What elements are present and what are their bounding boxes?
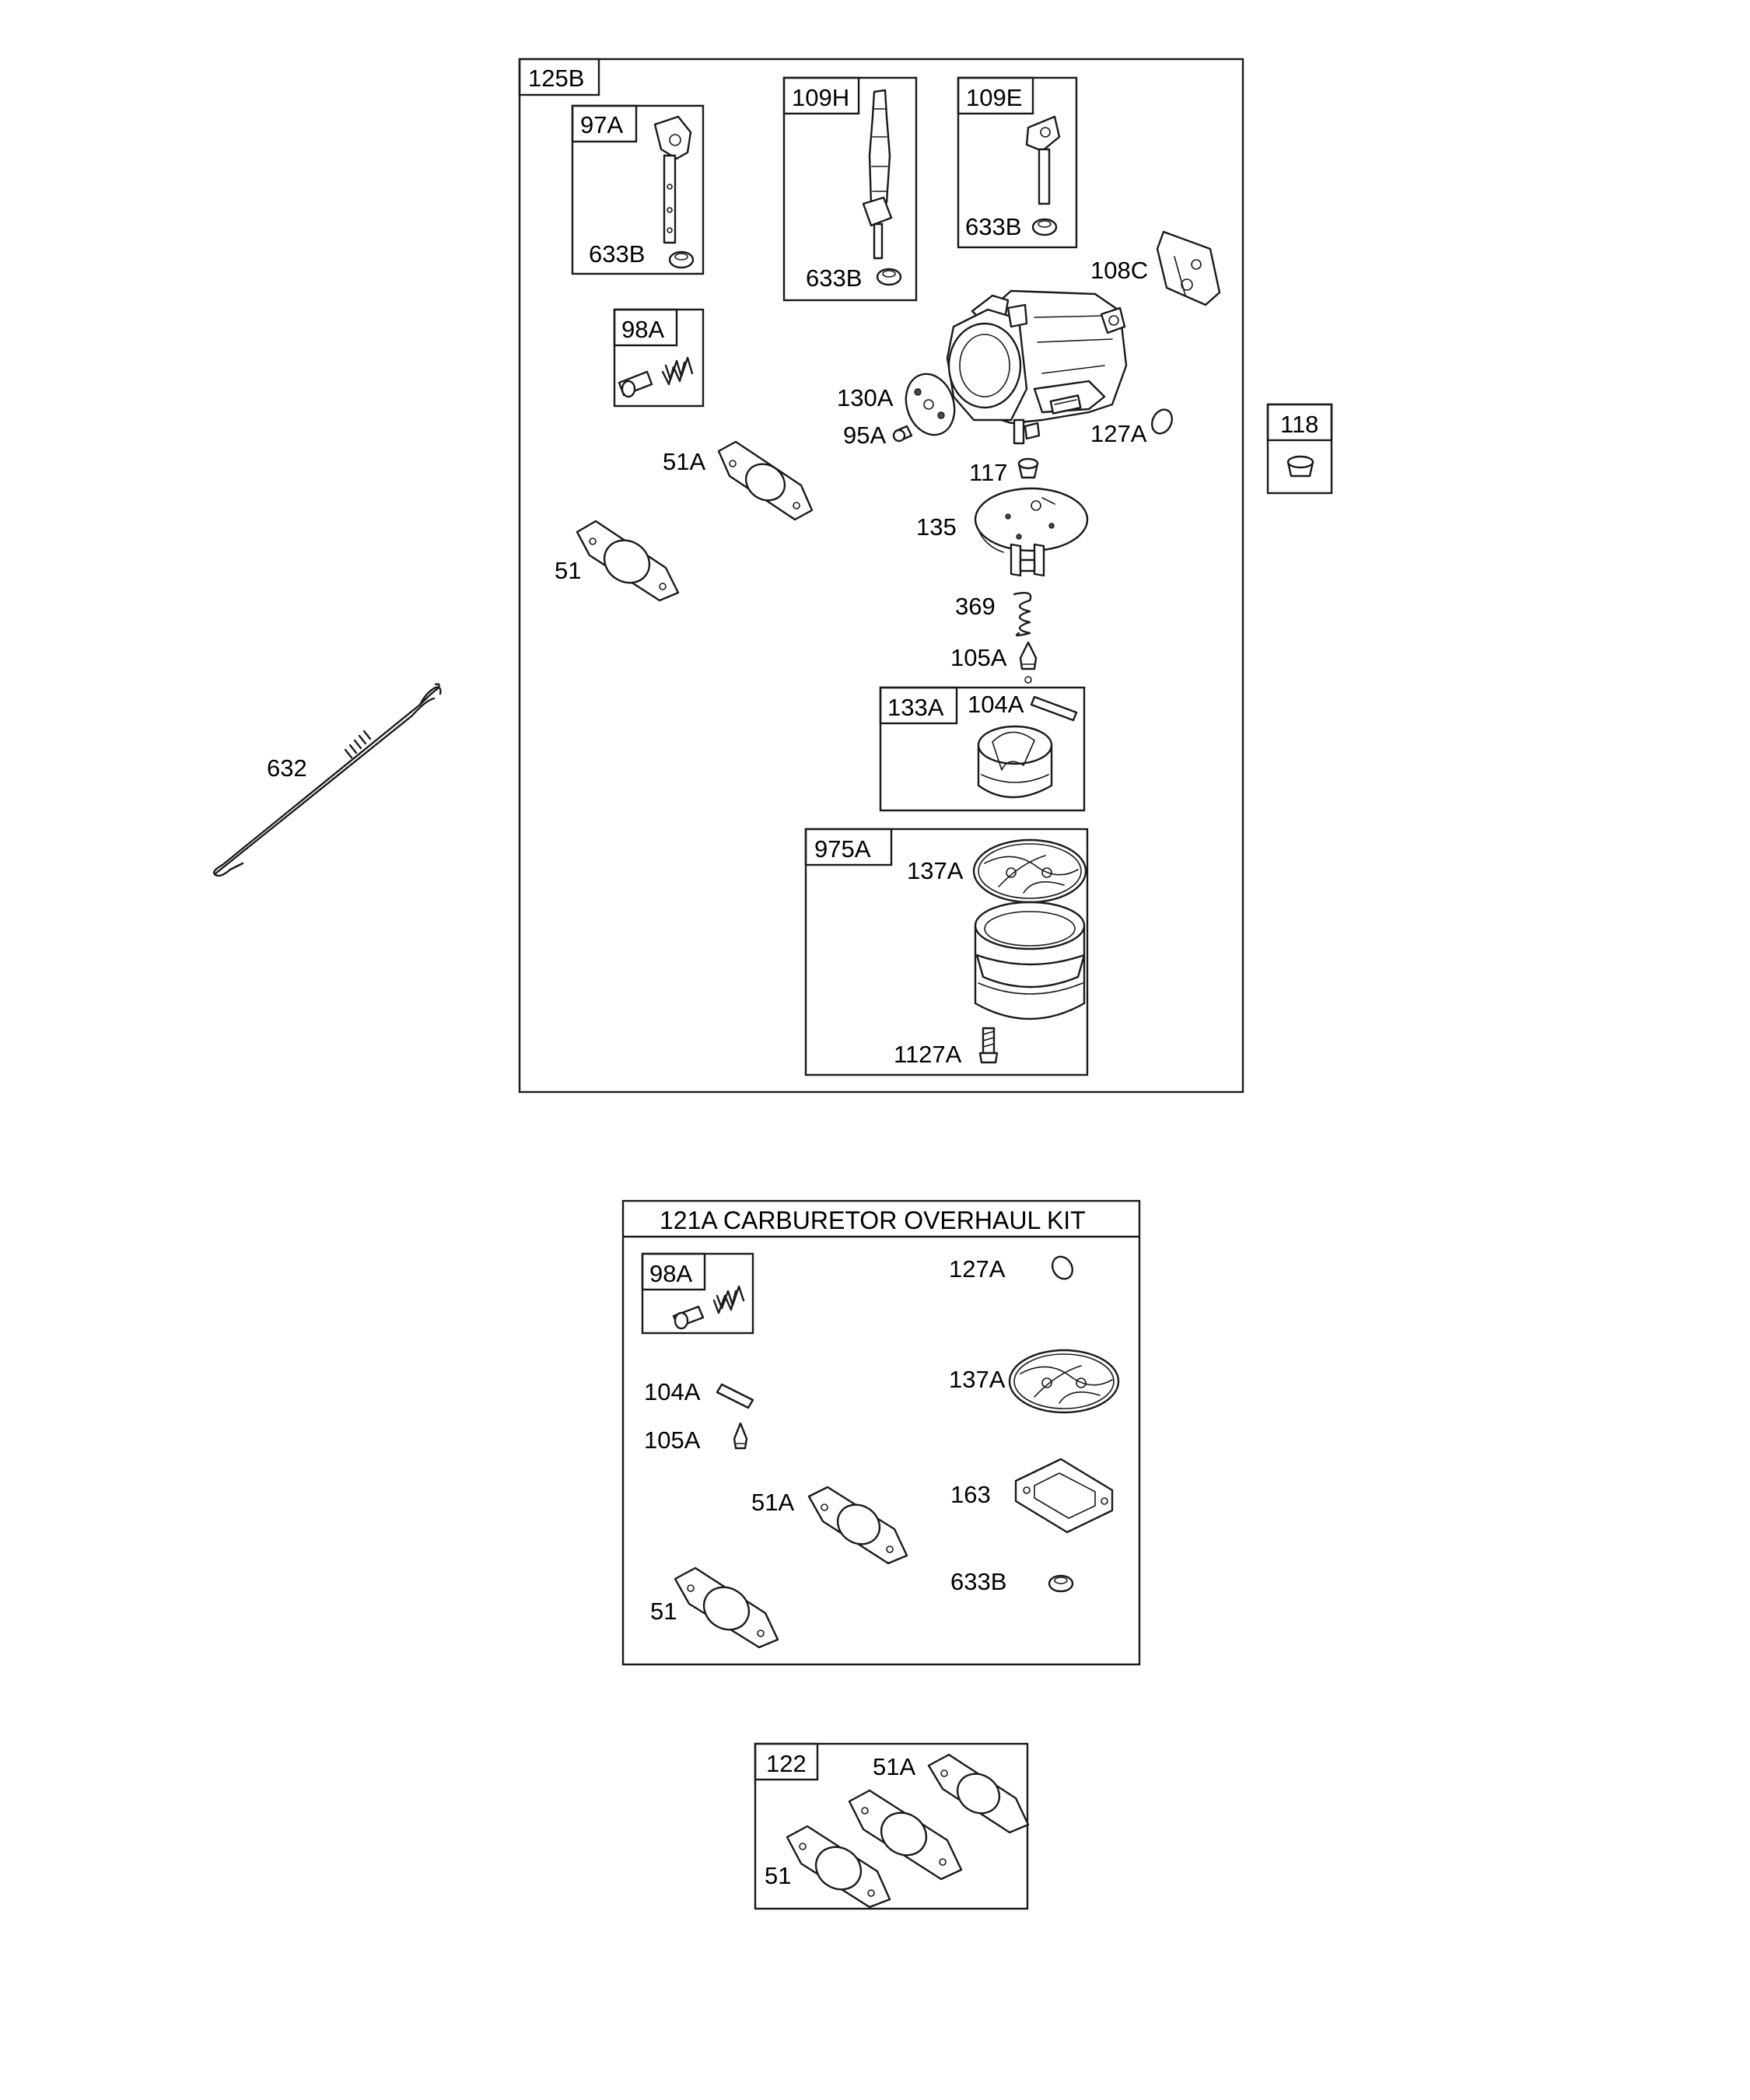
callout-51: 51 [555, 557, 581, 584]
kit-gasket-51 [674, 1566, 779, 1649]
group-125B-label: 125B [528, 65, 584, 92]
pin-104A [1030, 695, 1078, 722]
group-97A: 97A 633B [571, 104, 705, 275]
callout-108C: 108C [1090, 257, 1148, 284]
float-135 [974, 487, 1089, 577]
group-122: 122 51A 51 [754, 1742, 1030, 1910]
callout-369: 369 [955, 593, 996, 620]
throttle-lever-part [1025, 115, 1061, 205]
group-109E: 109E 633B [957, 76, 1078, 249]
callout-632: 632 [267, 754, 307, 782]
callout-135: 135 [916, 513, 957, 541]
kit-title: 121A CARBURETOR OVERHAUL KIT [660, 1206, 1086, 1234]
group-122-label: 122 [766, 1750, 807, 1777]
group-109E-label: 109E [966, 84, 1022, 111]
gasket-122-middle [848, 1789, 963, 1881]
callout-633B-109E: 633B [965, 213, 1021, 240]
gasket-122-51A [927, 1753, 1030, 1834]
cap-130A [905, 373, 956, 436]
float-bowl-133A [977, 725, 1053, 799]
seal-633B-109E [1031, 218, 1058, 236]
group-109H: 109H 633B [782, 76, 918, 302]
group-118-label: 118 [1280, 411, 1318, 438]
callout-105A: 105A [950, 644, 1007, 671]
jet-117 [1017, 457, 1039, 479]
group-98A: 98A [613, 308, 705, 408]
gasket-51 [576, 520, 680, 602]
group-118: 118 [1266, 403, 1333, 495]
callout-633B-109H: 633B [806, 264, 862, 292]
needle-105A [1019, 641, 1038, 684]
callout-130A: 130A [837, 384, 894, 411]
fuel-bowl-975A [974, 901, 1086, 1020]
idle-screw-part [618, 356, 694, 398]
callout-127A: 127A [1090, 420, 1147, 447]
kit-callout-51: 51 [650, 1598, 677, 1625]
throttle-shaft-part [862, 89, 893, 260]
callout-137A: 137A [907, 857, 964, 884]
choke-shaft-part [653, 115, 692, 244]
gasket-108C [1156, 230, 1221, 306]
kit-callout-105A: 105A [644, 1426, 701, 1454]
kit-seal-633B [1048, 1574, 1074, 1593]
gasket-137A [972, 838, 1087, 904]
kit-oring-127A [1051, 1255, 1074, 1280]
seal-633B-109H [876, 268, 902, 286]
group-975A: 975A 137A 1127A [804, 828, 1089, 1076]
group-109H-label: 109H [792, 84, 849, 111]
kit-callout-137A: 137A [949, 1366, 1006, 1393]
group-133A-label: 133A [887, 694, 944, 721]
callout-633B-97A: 633B [589, 240, 645, 268]
seal-633B-97A [668, 250, 695, 269]
kit-callout-104A: 104A [644, 1378, 701, 1405]
group-121A-kit: 121A CARBURETOR OVERHAUL KIT 98A 127A 10… [621, 1199, 1141, 1666]
group-98A-label: 98A [621, 316, 664, 343]
gasket-122-51 [786, 1825, 891, 1909]
callout-95A: 95A [843, 422, 886, 449]
group-122-callout-51A: 51A [873, 1753, 915, 1780]
kit-pin-104A [716, 1383, 754, 1409]
kit-gasket-51A [807, 1486, 908, 1565]
group-98A-kit-label: 98A [649, 1260, 692, 1287]
group-133A: 133A 104A [879, 686, 1086, 812]
group-97A-label: 97A [580, 111, 623, 138]
callout-1127A: 1127A [894, 1041, 962, 1068]
idle-screw-kit [672, 1285, 745, 1330]
kit-gasket-137A [1008, 1349, 1120, 1414]
gasket-51A [717, 440, 814, 521]
governor-link-632 [212, 683, 442, 877]
group-975A-label: 975A [814, 835, 871, 863]
bolt-1127A [978, 1027, 999, 1064]
carburetor-body [946, 289, 1128, 445]
kit-callout-163: 163 [950, 1481, 991, 1508]
kit-callout-51A: 51A [751, 1489, 794, 1516]
kit-callout-127A: 127A [949, 1255, 1006, 1283]
kit-callout-633B: 633B [950, 1568, 1006, 1595]
group-122-callout-51: 51 [765, 1862, 791, 1889]
plug-118 [1286, 455, 1314, 478]
callout-117: 117 [969, 459, 1007, 486]
callout-51A: 51A [663, 448, 705, 475]
kit-needle-105A [733, 1422, 748, 1450]
group-125B: 125B [518, 58, 1244, 1094]
oring-127A [1150, 408, 1174, 435]
kit-gasket-163 [1014, 1458, 1114, 1534]
screw-95A [892, 425, 913, 443]
callout-104A: 104A [968, 691, 1024, 718]
spring-369 [1013, 592, 1032, 637]
